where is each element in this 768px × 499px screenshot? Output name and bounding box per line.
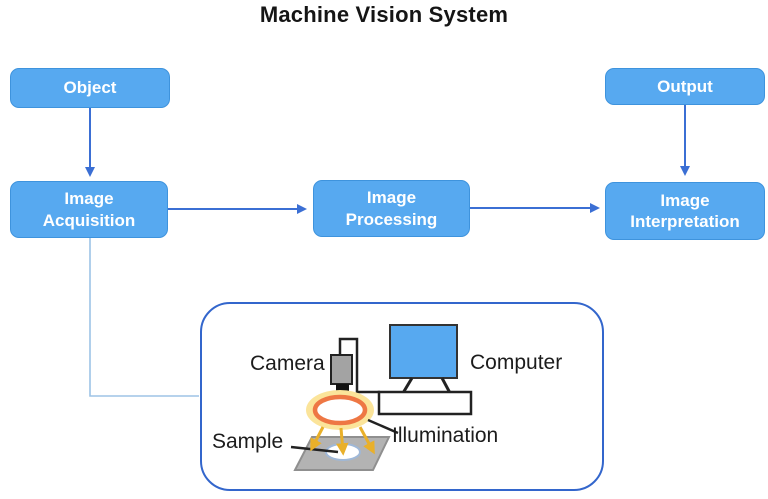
node-output: Output (605, 68, 765, 105)
node-image-interpretation: Image Interpretation (605, 182, 765, 240)
diagram-title: Machine Vision System (259, 2, 509, 27)
connector-acquisition-to-equipment (89, 238, 199, 397)
sample-label: Sample (212, 430, 284, 453)
node-image-acquisition: Image Acquisition (10, 181, 168, 238)
node-image-processing: Image Processing (313, 180, 470, 237)
camera-label: Camera (250, 352, 325, 375)
node-object: Object (10, 68, 170, 108)
illumination-label: Illumination (392, 424, 499, 447)
computer-label: Computer (470, 351, 563, 374)
equipment-container (200, 302, 604, 491)
